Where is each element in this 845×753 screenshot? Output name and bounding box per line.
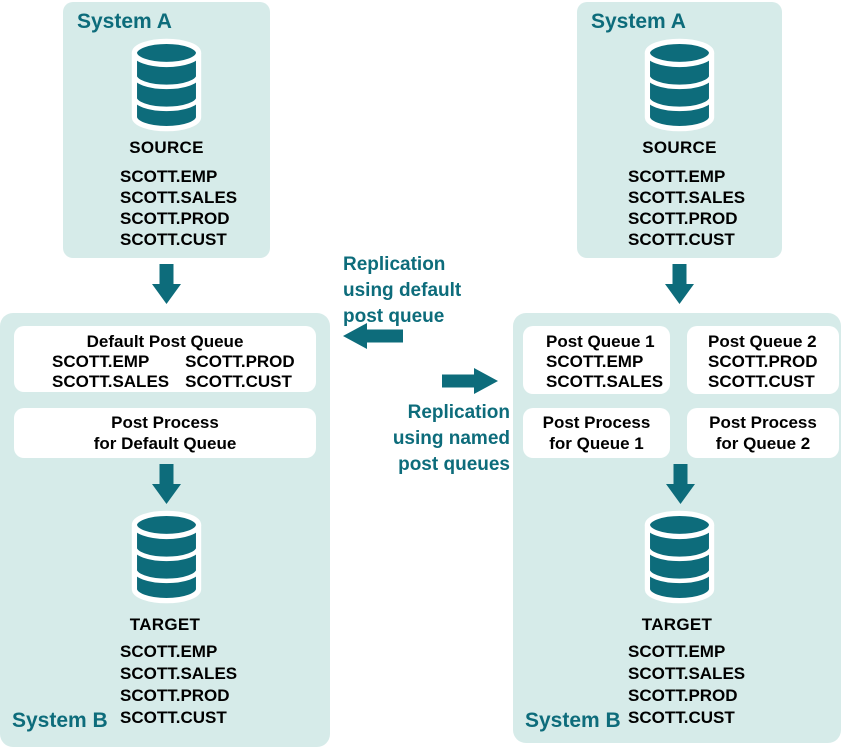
table-name: SCOTT.EMP: [120, 642, 218, 661]
post-queue-1-box: Post Queue 1 SCOTT.EMP SCOTT.SALES: [523, 326, 670, 394]
system-b-left-box: Default Post Queue SCOTT.EMP SCOTT.SALES…: [0, 313, 330, 747]
database-icon: [129, 38, 204, 132]
arrow-down-icon: [152, 264, 181, 304]
table-name: SCOTT.EMP: [546, 352, 644, 371]
table-name: SCOTT.SALES: [628, 664, 746, 683]
table-name: SCOTT.SALES: [120, 664, 238, 683]
source-label: SOURCE: [642, 138, 717, 157]
arrow-down-icon: [152, 464, 181, 504]
post-process-line: for Queue 2: [715, 434, 811, 453]
database-icon: [642, 510, 717, 604]
annotation-line: Replication: [407, 402, 510, 423]
target-table-list: SCOTT.EMP SCOTT.SALES SCOTT.PROD SCOTT.C…: [120, 641, 237, 729]
table-name: SCOTT.SALES: [120, 188, 238, 207]
post-process-line: for Default Queue: [93, 434, 237, 453]
post-process-line: for Queue 1: [549, 434, 644, 453]
default-post-process-box: Post Process for Default Queue: [14, 408, 316, 458]
arrow-left-icon: [343, 323, 403, 349]
table-name: SCOTT.CUST: [628, 230, 735, 249]
table-name: SCOTT.EMP: [52, 352, 150, 371]
post-queue-1-title: Post Queue 1: [546, 332, 655, 351]
source-label: SOURCE: [129, 138, 204, 157]
table-name: SCOTT.PROD: [185, 352, 295, 371]
annotation-line: post queues: [398, 454, 510, 475]
table-name: SCOTT.CUST: [120, 230, 227, 249]
system-b-right-box: Post Queue 1 SCOTT.EMP SCOTT.SALES Post …: [513, 313, 841, 743]
default-post-queue-tables: SCOTT.EMP SCOTT.SALES SCOTT.PROD SCOTT.C…: [14, 352, 316, 392]
table-name: SCOTT.SALES: [628, 188, 746, 207]
table-name: SCOTT.PROD: [120, 686, 230, 705]
arrow-right-icon: [442, 368, 498, 394]
table-name: SCOTT.CUST: [185, 372, 292, 391]
table-name: SCOTT.EMP: [628, 167, 726, 186]
source-table-list: SCOTT.EMP SCOTT.SALES SCOTT.PROD SCOTT.C…: [628, 166, 745, 250]
post-process-line: Post Process: [542, 413, 651, 432]
annotation-line: post queue: [343, 306, 445, 327]
table-name: SCOTT.EMP: [628, 642, 726, 661]
queue-column: SCOTT.EMP SCOTT.SALES: [52, 352, 169, 392]
queue-column: SCOTT.PROD SCOTT.CUST: [185, 352, 295, 392]
table-name: SCOTT.SALES: [52, 372, 170, 391]
table-name: SCOTT.SALES: [546, 372, 664, 391]
target-table-list: SCOTT.EMP SCOTT.SALES SCOTT.PROD SCOTT.C…: [628, 641, 745, 729]
annotation-default-post-queue: Replication using default post queue: [343, 252, 461, 330]
table-name: SCOTT.PROD: [708, 352, 818, 371]
system-a-right-box: System A SOURCE SCOTT.EMP SCOTT.SALES SC…: [577, 2, 782, 258]
target-label: TARGET: [641, 615, 713, 634]
table-name: SCOTT.PROD: [628, 209, 738, 228]
table-name: SCOTT.CUST: [120, 708, 227, 727]
post-queue-2-title: Post Queue 2: [708, 332, 817, 351]
post-process-line: Post Process: [709, 413, 817, 432]
annotation-named-post-queues: Replication using named post queues: [343, 400, 510, 478]
system-b-left-title: System B: [12, 709, 108, 732]
system-a-right-title: System A: [591, 10, 686, 33]
table-name: SCOTT.CUST: [628, 708, 735, 727]
database-icon: [129, 510, 204, 604]
table-name: SCOTT.PROD: [120, 209, 230, 228]
database-icon: [642, 38, 717, 132]
post-process-1-box: Post Process for Queue 1: [523, 408, 670, 458]
table-name: SCOTT.EMP: [120, 167, 218, 186]
annotation-line: Replication: [343, 254, 446, 275]
default-post-queue-title: Default Post Queue: [86, 332, 244, 351]
target-label: TARGET: [129, 615, 201, 634]
post-queue-2-box: Post Queue 2 SCOTT.PROD SCOTT.CUST: [687, 326, 839, 394]
arrow-down-icon: [665, 264, 694, 304]
system-a-left-box: System A SOURCE SCOTT.EMP SCOTT.SALES SC…: [63, 2, 270, 258]
default-post-queue-box: Default Post Queue SCOTT.EMP SCOTT.SALES…: [14, 326, 316, 392]
annotation-line: using named: [392, 428, 510, 449]
annotation-line: using default: [343, 280, 462, 301]
system-b-right-title: System B: [525, 709, 621, 732]
table-name: SCOTT.CUST: [708, 372, 815, 391]
post-process-line: Post Process: [111, 413, 219, 432]
arrow-down-icon: [666, 464, 695, 504]
table-name: SCOTT.PROD: [628, 686, 738, 705]
system-a-left-title: System A: [77, 10, 172, 33]
source-table-list: SCOTT.EMP SCOTT.SALES SCOTT.PROD SCOTT.C…: [120, 166, 237, 250]
post-process-2-box: Post Process for Queue 2: [687, 408, 839, 458]
